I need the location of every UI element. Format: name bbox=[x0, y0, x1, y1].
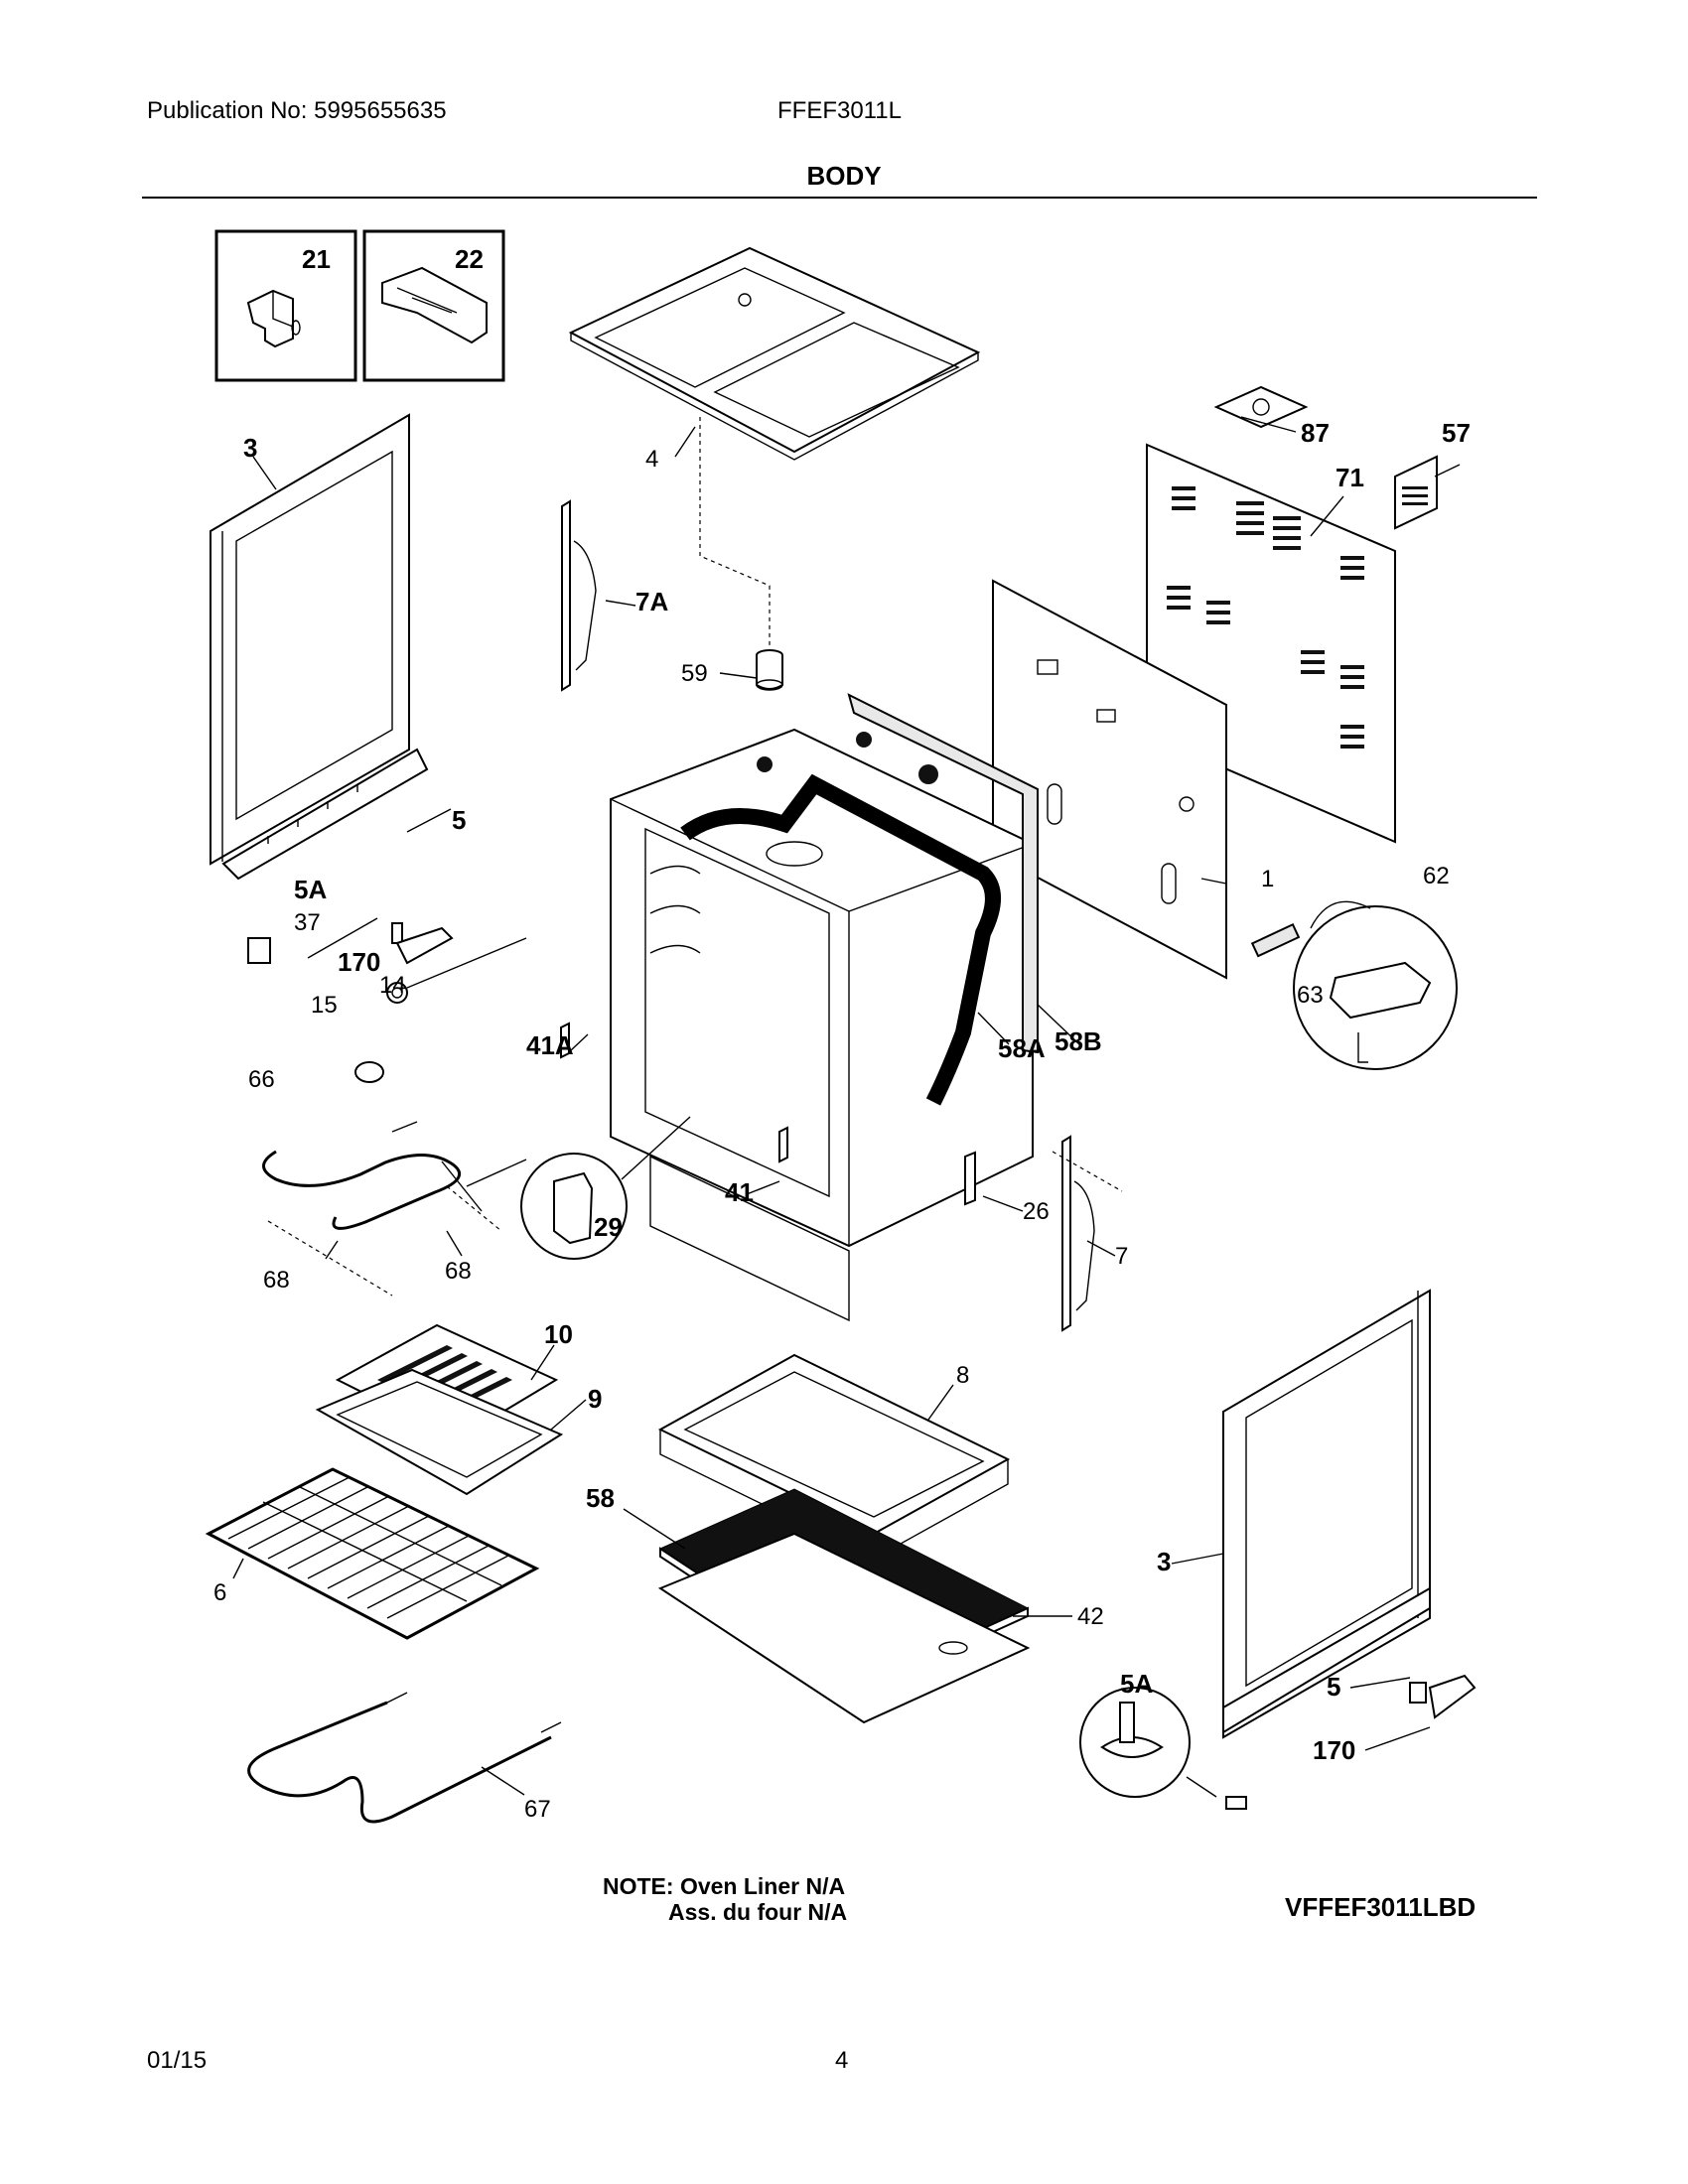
note-line-1: NOTE: Oven Liner N/A bbox=[603, 1873, 846, 1899]
section-title: BODY bbox=[806, 161, 882, 191]
door-hinge-receiver-7a bbox=[561, 499, 597, 692]
callout-59: 59 bbox=[681, 660, 708, 687]
header-rule bbox=[142, 197, 1537, 199]
callout-5-left: 5 bbox=[452, 805, 466, 835]
callout-3-right: 3 bbox=[1157, 1547, 1171, 1576]
callout-57: 57 bbox=[1442, 418, 1471, 448]
oven-cavity-body bbox=[610, 728, 1034, 1322]
leader-lines bbox=[232, 416, 1461, 1796]
callout-68-right: 68 bbox=[445, 1258, 472, 1285]
footer-date: 01/15 bbox=[147, 2047, 208, 2074]
callout-58: 58 bbox=[586, 1483, 615, 1513]
callout-8: 8 bbox=[956, 1362, 969, 1389]
lamp-and-socket bbox=[354, 937, 527, 1083]
leveler-right bbox=[1079, 1674, 1477, 1810]
terminal-block-62 bbox=[1250, 900, 1458, 1070]
callout-71: 71 bbox=[1336, 463, 1364, 492]
callout-9: 9 bbox=[588, 1384, 602, 1414]
vent-tube-59 bbox=[756, 649, 783, 691]
callout-29: 29 bbox=[594, 1212, 623, 1242]
insulation-58a-58b bbox=[680, 693, 1039, 1106]
diagram-code: VFFEF3011LBD bbox=[1285, 1892, 1477, 1922]
callout-68-left: 68 bbox=[263, 1267, 290, 1294]
callout-14: 14 bbox=[379, 972, 406, 999]
wire-harness-68 bbox=[267, 1185, 502, 1297]
callout-7a: 7A bbox=[635, 587, 668, 616]
callout-1: 1 bbox=[1261, 866, 1274, 892]
callout-67: 67 bbox=[524, 1796, 551, 1823]
note-line-2: Ass. du four N/A bbox=[668, 1899, 848, 1925]
rear-panel-1 bbox=[992, 579, 1227, 980]
callout-5-right: 5 bbox=[1327, 1672, 1340, 1702]
hinge-receiver-29 bbox=[520, 1116, 691, 1260]
callout-15: 15 bbox=[311, 992, 338, 1019]
callout-58b: 58B bbox=[1055, 1026, 1102, 1056]
callout-87: 87 bbox=[1301, 418, 1330, 448]
bake-element-66 bbox=[262, 1121, 527, 1230]
broil-element-67 bbox=[247, 1692, 562, 1824]
inset-box-22 bbox=[362, 229, 505, 382]
callout-6: 6 bbox=[213, 1579, 226, 1606]
callout-41a: 41A bbox=[526, 1030, 574, 1060]
callout-41: 41 bbox=[725, 1177, 754, 1207]
callout-21: 21 bbox=[302, 244, 331, 274]
leveler-left bbox=[247, 917, 454, 965]
callout-66: 66 bbox=[248, 1066, 275, 1093]
oven-rack-6 bbox=[205, 1467, 540, 1640]
side-panel-left bbox=[210, 413, 429, 881]
brackets-41-26-7 bbox=[560, 1022, 1123, 1332]
callout-5a-right: 5A bbox=[1120, 1669, 1153, 1699]
callout-3-left: 3 bbox=[243, 433, 257, 463]
callout-10: 10 bbox=[544, 1319, 573, 1349]
callout-170-left: 170 bbox=[338, 947, 380, 977]
cover-57 bbox=[1394, 455, 1438, 530]
callout-22: 22 bbox=[455, 244, 484, 274]
drawer-bottom-42 bbox=[657, 1532, 1031, 1724]
callout-63: 63 bbox=[1297, 982, 1324, 1009]
gasket-87 bbox=[1213, 385, 1309, 429]
footer-page-number: 4 bbox=[835, 2047, 849, 2074]
callout-170-right: 170 bbox=[1313, 1735, 1355, 1765]
callout-62: 62 bbox=[1423, 863, 1450, 889]
callout-37: 37 bbox=[294, 909, 321, 936]
callout-4: 4 bbox=[645, 446, 658, 473]
model-number: FFEF3011L bbox=[777, 97, 902, 124]
callout-58a: 58A bbox=[998, 1033, 1046, 1063]
callout-42: 42 bbox=[1077, 1603, 1104, 1630]
callout-26: 26 bbox=[1023, 1198, 1050, 1225]
inset-box-21 bbox=[214, 229, 357, 382]
callout-5a-left: 5A bbox=[294, 875, 327, 904]
callout-7: 7 bbox=[1115, 1243, 1128, 1270]
broil-pan-9 bbox=[315, 1368, 564, 1496]
cooktop-support-panel bbox=[568, 246, 981, 645]
side-panel-right bbox=[1222, 1289, 1431, 1739]
publication-number: Publication No: 5995655635 bbox=[147, 97, 447, 124]
